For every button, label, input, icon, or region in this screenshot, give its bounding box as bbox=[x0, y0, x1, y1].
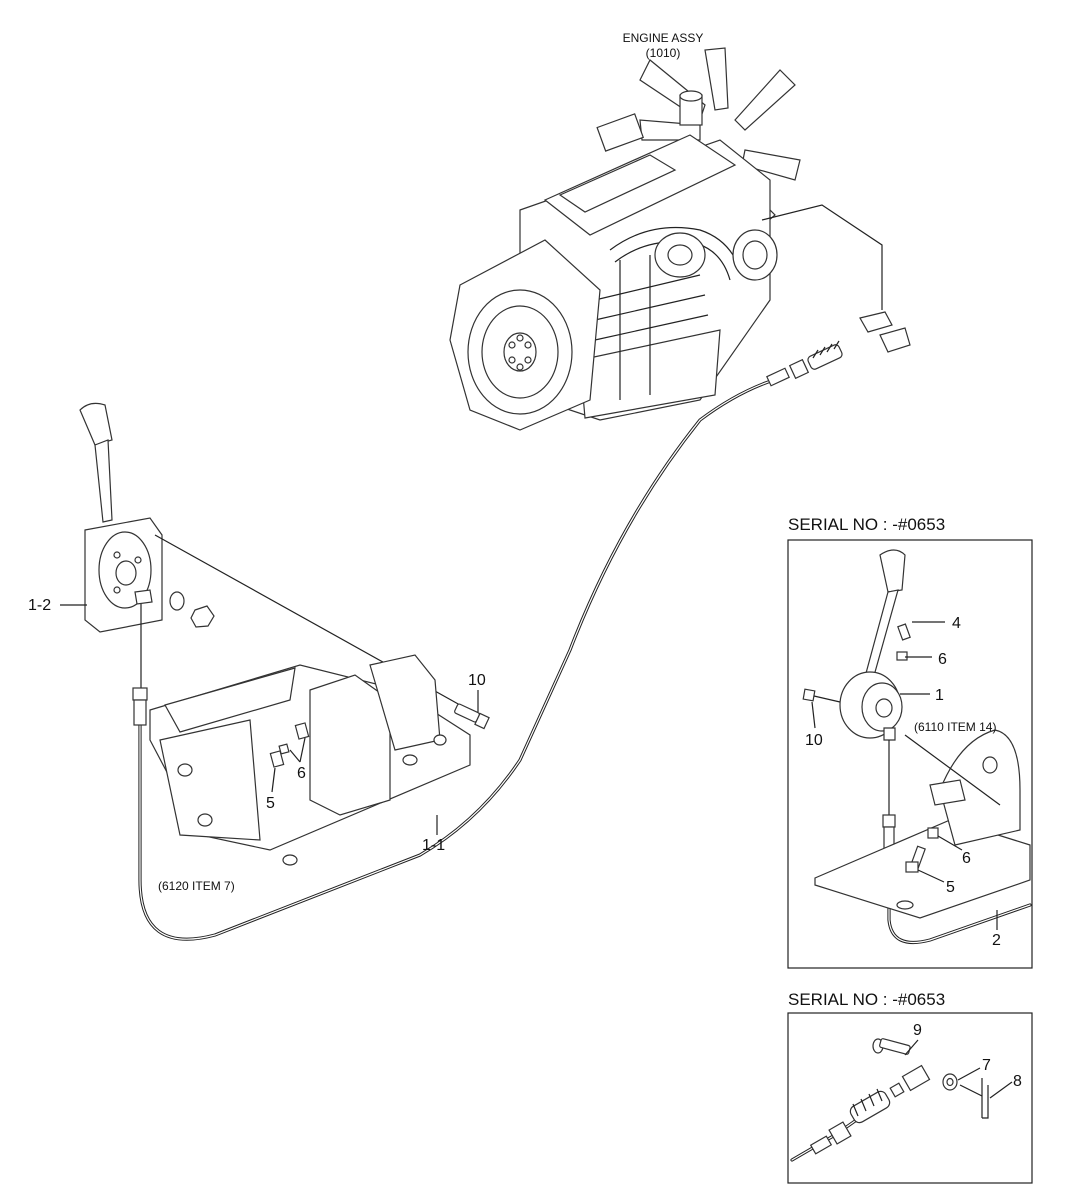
inset-bottom-header: SERIAL NO : -#0653 bbox=[788, 990, 945, 1009]
pin-icon bbox=[872, 1038, 989, 1119]
engine-ref: (1010) bbox=[646, 46, 681, 60]
nut-icon bbox=[190, 605, 215, 628]
inset-top-callout-1: 1 bbox=[935, 687, 944, 704]
ref-6120: (6120 ITEM 7) bbox=[158, 879, 235, 893]
inset-top-callout-6b: 6 bbox=[962, 850, 971, 867]
callout-1-1: 1-1 bbox=[422, 837, 445, 854]
inset-bottom-callout-9: 9 bbox=[913, 1022, 922, 1039]
inset-bottom-callout-7: 7 bbox=[982, 1057, 991, 1074]
bracket-icon bbox=[149, 654, 471, 866]
inset-top-drawing bbox=[802, 549, 1032, 945]
callout-5: 5 bbox=[266, 795, 275, 812]
inset-bottom-drawing bbox=[790, 1064, 931, 1162]
inset-top-callout-4: 4 bbox=[952, 615, 961, 632]
cable-icon bbox=[138, 340, 843, 941]
washer-icon bbox=[169, 591, 185, 611]
engine-drawing bbox=[449, 47, 911, 431]
throttle-lever-icon bbox=[79, 402, 163, 726]
callout-6: 6 bbox=[297, 765, 306, 782]
inset-top-callout-2: 2 bbox=[992, 932, 1001, 949]
callout-1-2: 1-2 bbox=[28, 597, 51, 614]
bolt-icon bbox=[269, 703, 490, 768]
inset-top-callout-10: 10 bbox=[805, 732, 823, 749]
inset-bottom-frame bbox=[787, 1012, 1033, 1184]
inset-top-frame bbox=[787, 539, 1033, 969]
callout-10: 10 bbox=[468, 672, 486, 689]
inset-top-ref-6110: (6110 ITEM 14) bbox=[914, 720, 996, 734]
inset-bottom-callout-8: 8 bbox=[1013, 1073, 1022, 1090]
engine-title: ENGINE ASSY bbox=[623, 31, 704, 45]
inset-top-callout-5: 5 bbox=[946, 879, 955, 896]
inset-top-callout-6a: 6 bbox=[938, 651, 947, 668]
inset-top-header: SERIAL NO : -#0653 bbox=[788, 515, 945, 534]
